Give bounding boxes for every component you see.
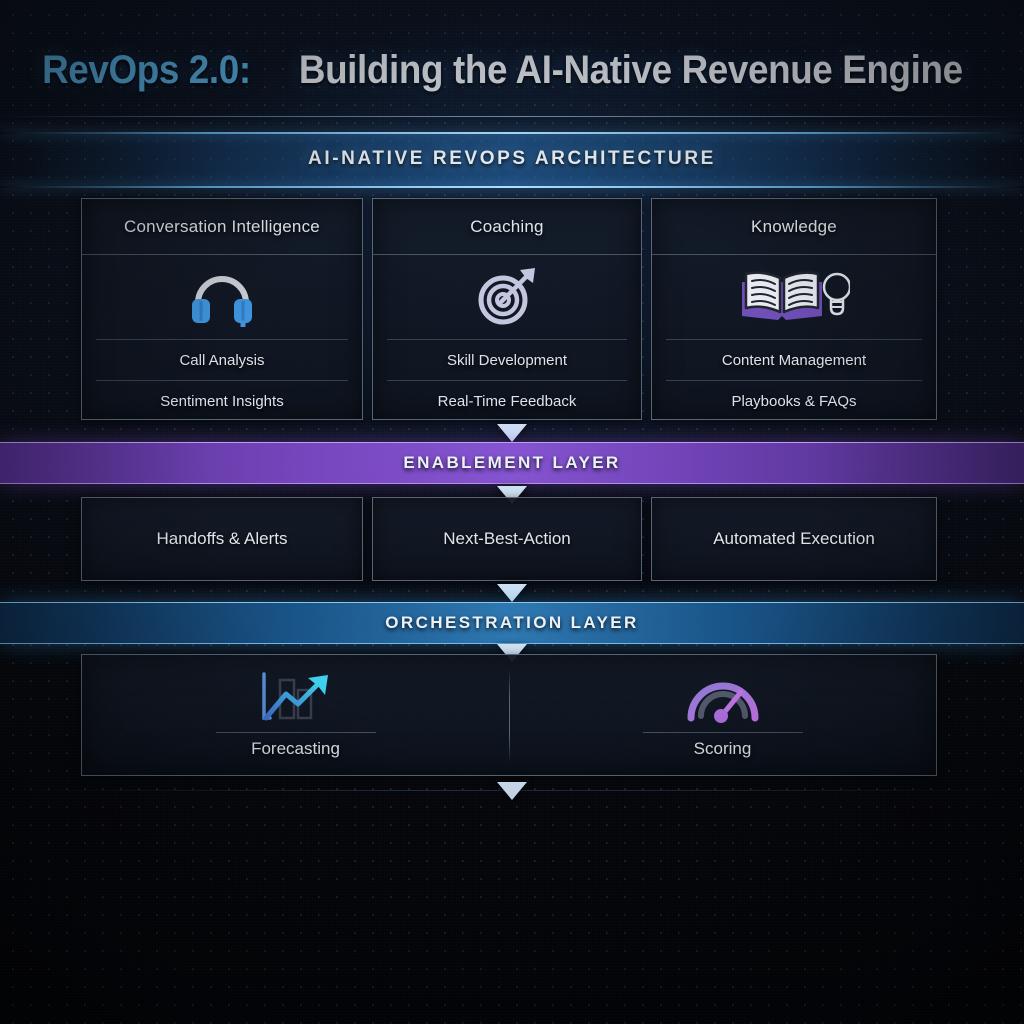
card-header: Conversation Intelligence (82, 199, 362, 255)
panel-item-label: Forecasting (251, 738, 340, 758)
card-row-label: Real-Time Feedback (437, 392, 577, 410)
orchestration-layer-label: ORCHESTRATION LAYER (385, 613, 639, 632)
card-row-label: Content Management (721, 351, 867, 369)
card-coaching[interactable]: Coaching Skill Development Real-Time Fee… (372, 198, 642, 420)
analytics-panel[interactable]: Forecasting Scoring (81, 654, 937, 776)
card-header-label: Knowledge (751, 216, 837, 236)
architecture-banner-label: AI-NATIVE REVOPS ARCHITECTURE (308, 148, 716, 169)
card-row-label: Call Analysis (179, 351, 265, 369)
card-row: Content Management (666, 339, 922, 380)
card-row-label: Playbooks & FAQs (731, 392, 857, 410)
card-row: Real-Time Feedback (387, 380, 627, 421)
card-row-label: Skill Development (446, 351, 568, 369)
panel-item-rule (642, 731, 803, 733)
card-conversation-intelligence[interactable]: Conversation Intelligence Call Analysis … (81, 198, 363, 420)
architecture-banner-top-glow (0, 132, 1024, 134)
architecture-banner-bottom-glow (0, 186, 1024, 188)
card-row: Sentiment Insights (96, 380, 348, 421)
flow-arrow-down (497, 584, 527, 602)
card-automated-execution[interactable]: Automated Execution (651, 497, 937, 581)
architecture-banner: AI-NATIVE REVOPS ARCHITECTURE (0, 132, 1024, 188)
page-title-main: Building the AI-Native Revenue Engine (298, 48, 963, 92)
gauge-meter-icon (683, 672, 763, 724)
card-label: Handoffs & Alerts (156, 529, 288, 548)
page-title-accent: RevOps 2.0: (41, 48, 251, 92)
orchestration-layer-band: ORCHESTRATION LAYER (0, 602, 1024, 644)
card-label: Next-Best-Action (443, 529, 571, 548)
panel-item-forecasting[interactable]: Forecasting (82, 655, 509, 775)
panel-item-scoring[interactable]: Scoring (509, 655, 936, 775)
growth-chart-arrow-icon (250, 671, 342, 724)
open-book-lightbulb-icon (652, 255, 936, 339)
flow-arrow-down (497, 782, 527, 800)
card-label: Automated Execution (713, 529, 875, 548)
title-divider-rule (0, 116, 1024, 117)
card-header: Coaching (373, 199, 641, 255)
card-knowledge[interactable]: Knowledge (651, 198, 937, 420)
card-row-label: Sentiment Insights (160, 392, 284, 410)
panel-item-rule (215, 731, 376, 733)
card-header-label: Conversation Intelligence (124, 216, 320, 236)
card-next-best-action[interactable]: Next-Best-Action (372, 497, 642, 581)
enablement-layer-label: ENABLEMENT LAYER (403, 453, 621, 472)
panel-item-label: Scoring (693, 738, 752, 758)
headset-icon (82, 255, 362, 339)
card-handoffs-alerts[interactable]: Handoffs & Alerts (81, 497, 363, 581)
target-arrow-icon (373, 255, 641, 339)
flow-arrow-down (497, 424, 527, 442)
card-header: Knowledge (652, 199, 936, 255)
enablement-layer-band: ENABLEMENT LAYER (0, 442, 1024, 484)
page-title: RevOps 2.0: Building the AI-Native Revenu… (0, 48, 1024, 93)
card-header-label: Coaching (470, 216, 544, 236)
card-row: Skill Development (387, 339, 627, 380)
card-row: Playbooks & FAQs (666, 380, 922, 421)
card-row: Call Analysis (96, 339, 348, 380)
